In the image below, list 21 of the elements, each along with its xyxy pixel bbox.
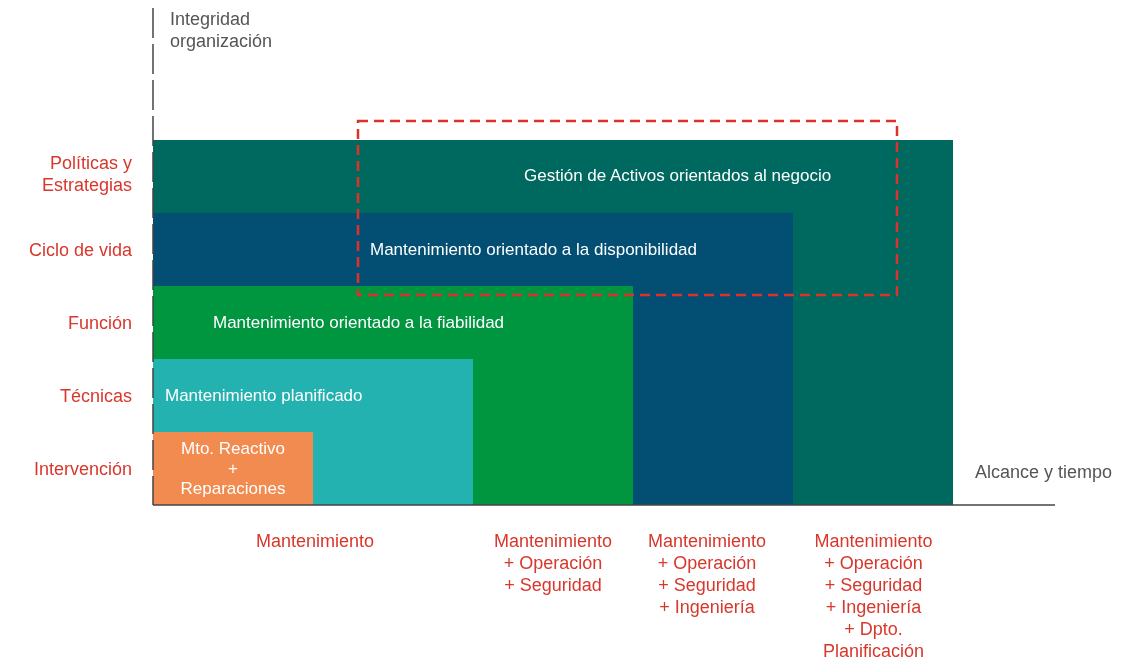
level-label: Políticas y Estrategias: [40, 152, 132, 196]
level-label: Función: [66, 312, 132, 334]
level-label: Técnicas: [58, 385, 132, 407]
box-label: Mantenimiento orientado a la disponibilidad: [370, 240, 698, 260]
axis-title: Alcance y tiempo: [975, 461, 1114, 483]
box-label: Mto. Reactivo + Reparaciones: [179, 439, 287, 499]
level-box: [153, 213, 793, 505]
scope-label: Mantenimiento + Operación + Seguridad + Ingeniería: [646, 530, 768, 618]
level-label: Ciclo de vida: [27, 239, 132, 261]
box-label: Gestión de Activos orientados al negocio: [524, 166, 833, 186]
box-label: Mantenimiento planificado: [165, 386, 364, 406]
level-box: [153, 359, 473, 505]
level-box: [153, 140, 953, 505]
scope-label: Mantenimiento + Operación + Seguridad: [492, 530, 614, 596]
axis-title: Integridad organización: [170, 8, 274, 52]
level-box: [153, 286, 633, 505]
scope-label: Mantenimiento: [254, 530, 376, 552]
level-label: Intervención: [32, 458, 132, 480]
box-label: Mantenimiento orientado a la fiabilidad: [213, 313, 506, 333]
level-box: [153, 432, 313, 505]
scope-label: Mantenimiento + Operación + Seguridad + Ingeniería + Dpto. Planificación: [813, 530, 934, 662]
